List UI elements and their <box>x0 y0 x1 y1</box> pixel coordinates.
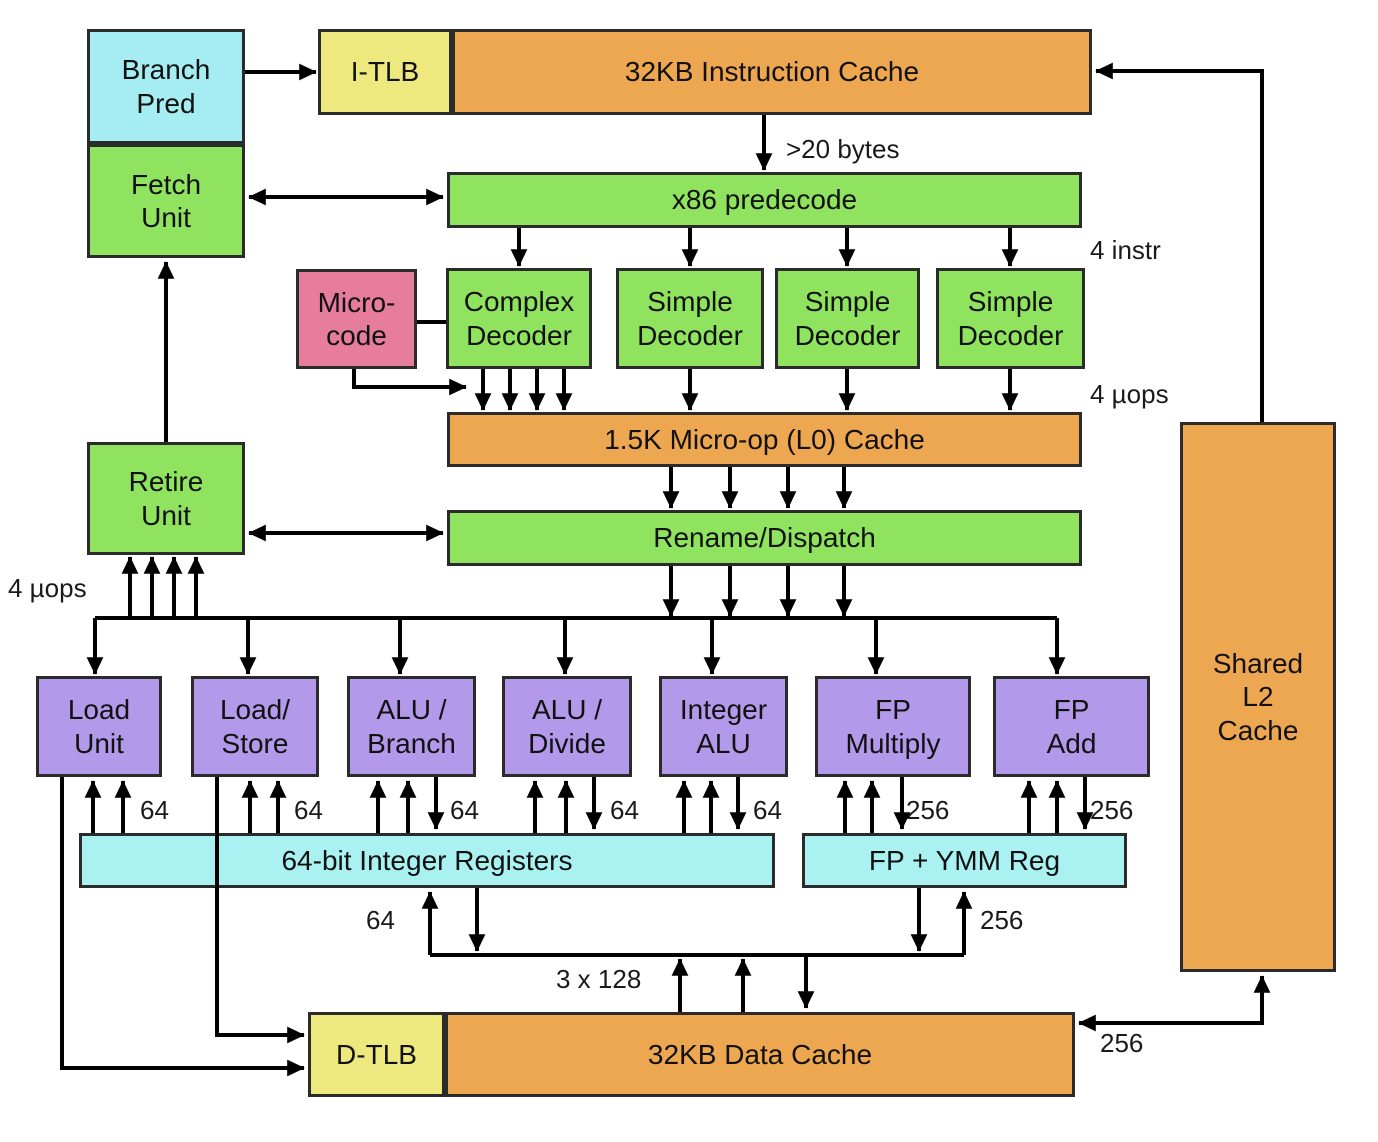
label-3x128-bus: 3 x 128 <box>556 964 642 994</box>
label-64-integer-alu: 64 <box>753 795 782 825</box>
node-fp-multiply: FP Multiply <box>815 676 971 777</box>
node-fetch-unit: Fetch Unit <box>87 144 245 258</box>
label-64-load-store: 64 <box>294 795 323 825</box>
label-256-fp-add: 256 <box>1090 795 1134 825</box>
node-complex-decoder: Complex Decoder <box>446 268 592 369</box>
label-4-uops-right: 4 µops <box>1090 379 1169 409</box>
label-64-load-unit: 64 <box>140 795 169 825</box>
label-4-uops-left: 4 µops <box>8 573 87 603</box>
label-256-fp-reg-bus: 256 <box>980 905 1024 935</box>
node-integer-alu: Integer ALU <box>659 676 788 777</box>
node-load-unit: Load Unit <box>36 676 162 777</box>
node-microcode: Micro- code <box>296 269 417 369</box>
node-fp-ymm-registers: FP + YMM Reg <box>802 833 1127 888</box>
label-256-fp-multiply: 256 <box>906 795 950 825</box>
node-fp-add: FP Add <box>993 676 1150 777</box>
label-gt20-bytes: >20 bytes <box>786 134 900 164</box>
label-64-int-reg-bus: 64 <box>366 905 395 935</box>
node-x86-predecode: x86 predecode <box>447 172 1082 228</box>
node-data-cache: 32KB Data Cache <box>445 1012 1075 1097</box>
label-64-alu-branch: 64 <box>450 795 479 825</box>
node-branch-pred: Branch Pred <box>87 29 245 144</box>
node-i-tlb: I-TLB <box>318 29 452 115</box>
node-retire-unit: Retire Unit <box>87 442 245 555</box>
node-uop-cache: 1.5K Micro-op (L0) Cache <box>447 412 1082 467</box>
node-shared-l2-cache: Shared L2 Cache <box>1180 422 1336 972</box>
node-simple-decoder-2: Simple Decoder <box>775 268 920 369</box>
node-integer-registers: 64-bit Integer Registers <box>79 833 775 888</box>
node-d-tlb: D-TLB <box>308 1012 445 1097</box>
node-alu-branch: ALU / Branch <box>347 676 476 777</box>
node-alu-divide: ALU / Divide <box>502 676 632 777</box>
node-instruction-cache: 32KB Instruction Cache <box>452 29 1092 115</box>
label-4-instr: 4 instr <box>1090 235 1161 265</box>
node-simple-decoder-3: Simple Decoder <box>936 268 1085 369</box>
node-simple-decoder-1: Simple Decoder <box>616 268 764 369</box>
node-load-store: Load/ Store <box>191 676 319 777</box>
node-rename-dispatch: Rename/Dispatch <box>447 510 1082 566</box>
label-64-alu-divide: 64 <box>610 795 639 825</box>
label-256-l2-dcache: 256 <box>1100 1028 1144 1058</box>
